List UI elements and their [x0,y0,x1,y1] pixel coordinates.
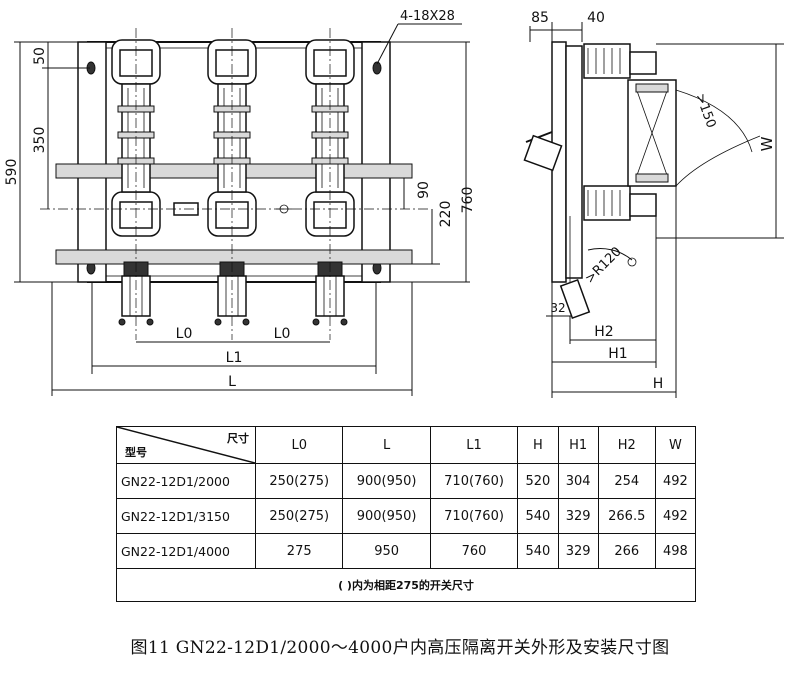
table-cell: 710(760) [429,498,519,534]
lower-insulator [583,185,631,221]
table-cell: 710(760) [429,463,519,499]
table-note: ( )内为相距275的开关尺寸 [116,568,696,602]
side-view: 85 40 >150 W >R120 32 H2 H1 H [523,10,784,398]
dim-590: 590 [4,159,20,186]
dim-32: 32 [550,301,565,315]
front-view: 590 350 50 760 220 90 4-18X28 L0 L0 L1 L [4,9,476,396]
mounting-hole [372,61,382,75]
table-corner-cell: 尺寸 型号 [116,426,256,464]
table-cell: 498 [654,533,697,569]
dim-85: 85 [531,10,549,26]
dim-H1: H1 [608,346,627,362]
dim-150: >150 [692,91,718,130]
dim-350: 350 [32,127,48,154]
table-cell: 540 [517,498,559,534]
dim-L0-left: L0 [176,326,193,342]
dim-H2: H2 [594,324,613,340]
table-cell: 520 [517,463,559,499]
dim-R: >R120 [582,244,624,286]
table-cell: 304 [557,463,599,499]
table-row: GN22-12D1/4000 275 950 760 540 329 266 4… [116,533,697,569]
table-cell: 254 [597,463,656,499]
table-cell: 329 [557,498,599,534]
model-cell: GN22-12D1/4000 [116,533,256,569]
table-row: GN22-12D1/2000 250(275) 900(950) 710(760… [116,463,697,499]
hole-callout: 4-18X28 [400,9,455,24]
dim-760: 760 [460,187,476,214]
corner-label-model: 型号 [125,446,147,459]
model-cell: GN22-12D1/3150 [116,498,256,534]
column-header-W: W [654,426,697,464]
table-cell: 950 [342,533,431,569]
table-cell: 760 [429,533,519,569]
dim-L1: L1 [226,350,243,366]
table-note-row: ( )内为相距275的开关尺寸 [116,568,696,602]
upper-insulator [583,43,631,79]
dim-W: W [758,136,776,151]
column-header-H1: H1 [557,426,599,464]
technical-drawing: 590 350 50 760 220 90 4-18X28 L0 L0 L1 L [4,9,784,398]
table-cell: 266.5 [597,498,656,534]
right-mounting-plate [361,41,391,283]
column-header-H2: H2 [597,426,656,464]
table-cell: 492 [654,463,697,499]
table-cell: 329 [557,533,599,569]
figure-caption: 图11 GN22-12D1/2000～4000户内高压隔离开关外形及安装尺寸图 [130,638,670,658]
left-mounting-plate [77,41,107,283]
column-header-L0: L0 [254,426,344,464]
dim-50: 50 [32,47,48,65]
table-cell: 275 [254,533,344,569]
dim-H: H [653,376,664,392]
table-cell: 900(950) [342,463,431,499]
dim-220: 220 [438,201,454,228]
table-cell: 250(275) [254,463,344,499]
table-row: GN22-12D1/3150 250(275) 900(950) 710(760… [116,498,697,534]
model-cell: GN22-12D1/2000 [116,463,256,499]
dim-L0-right: L0 [274,326,291,342]
corner-label-dimension: 尺寸 [227,432,249,445]
table-cell: 492 [654,498,697,534]
table-cell: 900(950) [342,498,431,534]
table-cell: 540 [517,533,559,569]
column-header-L1: L1 [429,426,519,464]
dimension-table: 尺寸 型号 L0 L L1 H H1 H2 W GN22-12D1/2000 2… [116,426,697,602]
dim-L: L [228,374,236,390]
dim-40: 40 [587,10,605,26]
column-header-H: H [517,426,559,464]
column-header-L: L [342,426,431,464]
table-cell: 250(275) [254,498,344,534]
dim-90: 90 [416,181,432,199]
table-header-row: 尺寸 型号 L0 L L1 H H1 H2 W [116,426,697,464]
table-cell: 266 [597,533,656,569]
